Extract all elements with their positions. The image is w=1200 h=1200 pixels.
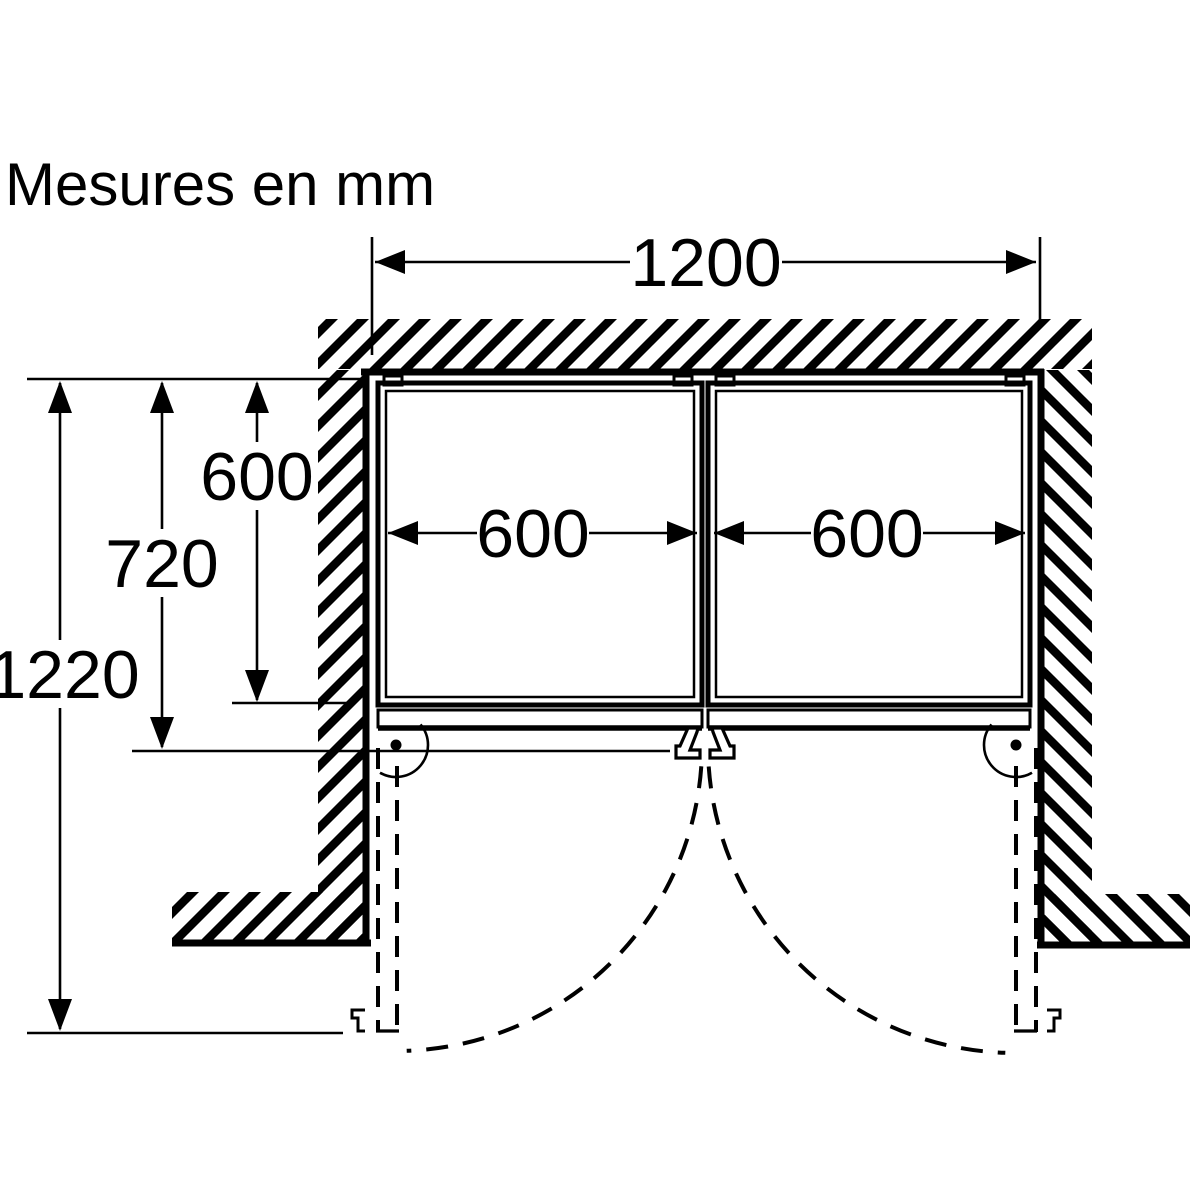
back-wall-hatch	[318, 319, 1092, 369]
dimension-1220: 1220	[0, 381, 140, 1031]
center-hinge-bracket-icon	[674, 726, 736, 760]
dimension-720: 720	[105, 381, 219, 749]
left-wall-hatch	[318, 370, 364, 941]
door-swing-arc-right	[706, 766, 1006, 1055]
arrowhead-up-icon	[245, 381, 269, 413]
appliance-left-body	[375, 380, 705, 708]
appliance-left	[375, 374, 705, 731]
label-mask	[630, 226, 782, 296]
label-mask	[202, 442, 312, 510]
label-mask	[811, 499, 923, 567]
hinge-swing-arc	[982, 723, 1033, 779]
door-left	[376, 708, 704, 729]
label-mask	[107, 529, 217, 597]
door-right	[706, 708, 1032, 729]
arrowhead-up-icon	[150, 381, 174, 413]
open-door-outline-right	[1014, 748, 1062, 1033]
label-mask	[0, 640, 130, 708]
arrowhead-right-icon	[1006, 250, 1036, 274]
dimension-1200-label: 1200	[630, 225, 781, 301]
label-mask	[477, 499, 589, 567]
right-wall-hatch	[1044, 370, 1092, 942]
hinge-left	[379, 723, 430, 779]
hinge-right	[982, 723, 1033, 779]
right-wall-front-hatch	[1045, 894, 1190, 942]
arrowhead-left-icon	[388, 521, 418, 545]
arrowhead-left-icon	[375, 250, 405, 274]
dimension-720-label: 720	[105, 526, 218, 602]
dimension-600-depth: 600	[200, 381, 314, 702]
wall-hatching	[172, 319, 1190, 942]
appliance-right-body	[705, 380, 1033, 708]
hinge-pivot-dot	[1010, 739, 1022, 751]
arrowhead-right-icon	[995, 521, 1025, 545]
arrowhead-right-icon	[667, 521, 697, 545]
dimension-600-left: 600	[388, 496, 697, 572]
dimension-600-left-label: 600	[476, 496, 589, 572]
arrowhead-up-icon	[48, 381, 72, 413]
appliance-right-inner	[714, 389, 1024, 699]
door-swing-arc-left	[406, 766, 704, 1053]
wall-faces	[172, 368, 1190, 949]
appliance-right	[705, 374, 1033, 731]
dimension-1200: 1200	[370, 225, 1042, 355]
door-handle-icon	[1047, 1008, 1062, 1033]
arrowhead-down-icon	[245, 670, 269, 702]
arrowhead-down-icon	[150, 717, 174, 749]
page-title: Mesures en mm	[5, 151, 435, 218]
appliance-left-inner	[384, 389, 696, 699]
dimension-1220-label: 1220	[0, 637, 140, 713]
left-wall-front-hatch	[172, 892, 364, 940]
dimension-600-right: 600	[714, 496, 1025, 572]
hinge-swing-arc	[379, 723, 430, 779]
arrowhead-down-icon	[48, 999, 72, 1031]
dimension-600-right-label: 600	[810, 496, 923, 572]
door-handle-icon	[350, 1008, 365, 1033]
open-door-outline-left	[350, 748, 399, 1033]
dimension-600-depth-label: 600	[200, 439, 313, 515]
hinge-pivot-dot	[390, 739, 402, 751]
arrowhead-left-icon	[714, 521, 744, 545]
reference-lines	[27, 377, 670, 1035]
